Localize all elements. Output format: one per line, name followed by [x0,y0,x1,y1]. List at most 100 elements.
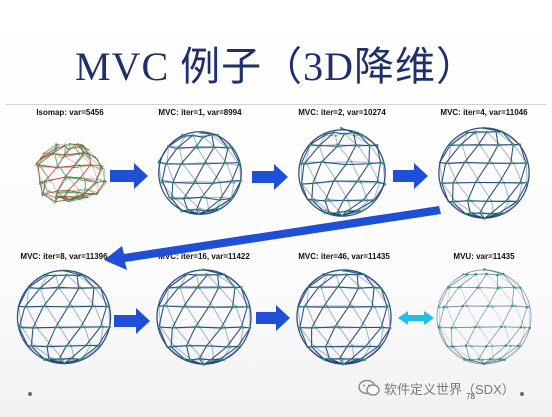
mesh-edge [470,200,484,214]
mesh-edge [215,134,232,148]
mesh-edge [321,161,346,166]
mesh-node [496,273,500,276]
mesh-edge [497,286,514,289]
mesh-edge [187,273,196,276]
mesh-node [383,182,387,186]
mesh-node [478,211,482,215]
mesh-node [438,161,441,164]
mesh-node [185,272,189,276]
mesh-node [101,167,104,170]
mesh-edge [360,287,376,308]
mesh-edge [448,274,468,288]
mesh-edge [182,286,198,308]
mesh-edge [303,161,322,165]
mesh-node [453,199,457,203]
mesh-node [378,181,381,185]
mesh-node [219,357,222,361]
mesh-edge [64,152,85,156]
mesh-edge [195,326,222,329]
mesh-edge [79,143,90,160]
mesh-edge [161,180,170,198]
mesh-edge [311,183,314,200]
mesh-node [297,305,300,309]
mesh-node [501,131,504,134]
mesh-node [325,304,329,308]
mesh-node [444,162,447,165]
mesh-node [338,357,341,360]
mesh-node [199,131,202,134]
mesh-node [504,200,507,203]
mesh-node [372,285,376,289]
mesh-edge [487,144,499,164]
mesh-node [54,147,57,150]
mesh-edge [360,346,379,360]
mesh-edge [486,326,502,347]
mesh-node [38,181,41,184]
mesh-node [477,143,480,146]
mesh-edge [373,183,386,201]
mesh-edge [168,134,183,147]
mesh-node [99,286,102,290]
mesh-edge [80,146,90,150]
mesh-edge [326,305,341,329]
mesh-node [45,345,49,348]
mesh-edge [71,305,86,328]
mesh-edge [502,132,521,145]
mesh-edge [499,345,519,360]
mesh-graph [438,126,530,220]
mesh-node [73,197,76,200]
mesh-edge [193,135,199,149]
mesh-edge [475,132,481,146]
mesh-edge [300,144,311,165]
right-arrow-icon [114,308,150,334]
mesh-node [171,326,174,330]
mesh-edge [203,269,225,276]
mesh-edge [42,143,59,156]
mesh-node [77,287,81,290]
mesh-node [306,198,309,201]
mesh-edge [311,199,325,213]
mesh-graph [157,131,243,216]
mesh-edge [479,201,487,214]
mesh-edge [160,327,175,347]
mesh-node [30,344,33,348]
mesh-node [83,177,86,180]
mesh-node [374,286,378,290]
mesh-node [300,182,303,186]
mesh-node [440,181,443,185]
mesh-node [450,345,454,348]
mesh-edge [334,131,345,135]
panel-caption: MVC: iter=2, var=10274 [298,108,386,117]
mesh-edge [44,194,55,204]
mesh-node [305,305,309,308]
mesh-edge [373,182,381,200]
mesh-node [325,132,329,136]
mesh-node [310,198,314,201]
mesh-edge [321,145,338,163]
mesh-node [54,326,57,329]
mesh-node [65,273,69,277]
mesh-node [439,326,442,330]
mesh-edge [201,196,220,201]
mesh-edge [312,161,323,184]
mesh-edge [39,286,59,290]
mesh-node [357,287,360,290]
mesh-node [207,305,210,309]
mesh-edge [198,287,214,308]
mesh-edge [464,359,485,365]
mesh-edge [195,181,207,198]
mesh-edge [512,305,527,308]
mesh-node [78,195,81,198]
mesh-node [496,143,500,147]
mesh-edge [479,212,491,215]
mesh-node [501,272,505,276]
mesh-node [63,269,66,272]
mesh-edge [37,166,59,168]
mesh-edge [503,200,519,214]
mesh-node [485,200,488,203]
mesh-edge [439,145,451,163]
mesh-edge [489,345,507,360]
mesh-node [345,209,349,213]
mesh-edge [196,273,207,276]
